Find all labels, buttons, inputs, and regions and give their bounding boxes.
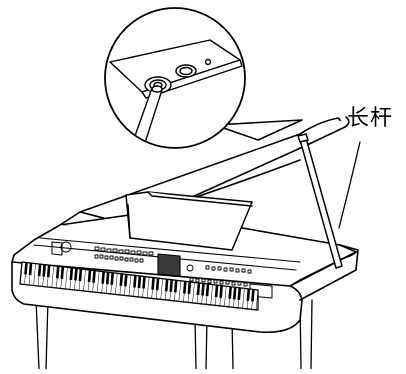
lid-prop-label: 长杆 bbox=[347, 100, 393, 132]
callout-leader-line bbox=[339, 142, 360, 228]
magnifier-circle bbox=[105, 8, 245, 152]
display-screen bbox=[158, 254, 180, 276]
